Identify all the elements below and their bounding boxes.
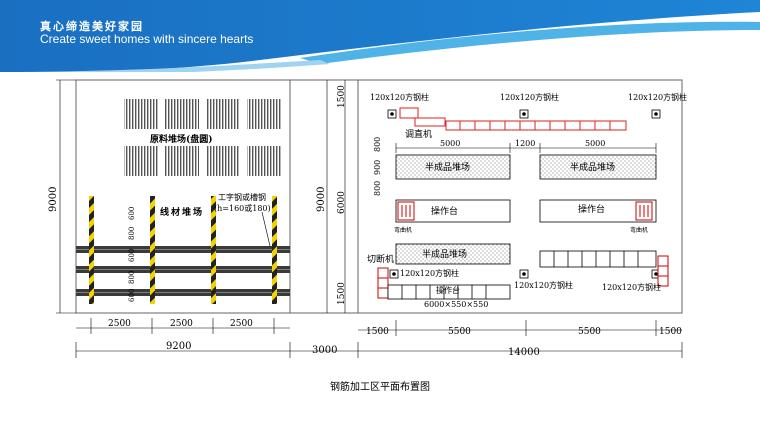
cutter-right (657, 255, 669, 287)
semi-yard-label: 半成品堆场 (425, 161, 470, 173)
post (211, 196, 216, 304)
steel-note-line2: (h=160或180) (214, 203, 271, 213)
column-label: 120x120方钢柱 (400, 268, 459, 278)
cutter-left (377, 267, 389, 299)
raw-material-coils (124, 99, 281, 176)
site-boundary (75, 79, 683, 314)
gap-dim: 3000 (312, 345, 337, 356)
straightener-label: 调直机 (405, 128, 432, 140)
wire-yard-label: 线材堆场 (160, 206, 204, 218)
header-banner (0, 0, 760, 72)
column-label: 120x120方钢柱 (514, 280, 573, 290)
slogan-chinese: 真心缔造美好家园 (40, 20, 144, 33)
bender-label: 弯曲机 (394, 226, 412, 234)
bender-left (397, 201, 415, 221)
bottom-dim: 2500 (170, 319, 193, 329)
cutter-grid-right (539, 250, 657, 268)
raw-material-label: 原料堆场(盘圆) (150, 133, 213, 145)
vdim: 600 (128, 289, 136, 302)
workbench-size: 6000×550×550 (424, 300, 488, 309)
column-label: 120x120方钢柱 (500, 92, 559, 102)
slogan-english: Create sweet homes with sincere hearts (40, 32, 254, 46)
steel-beams (76, 246, 290, 296)
left-height-dim: 9000 (48, 187, 59, 212)
column-label: 120x120方钢柱 (628, 92, 687, 102)
coil-stack (206, 99, 240, 129)
vdim: 600 (128, 249, 136, 262)
vdim: 800 (128, 271, 136, 284)
vdim: 800 (373, 137, 382, 152)
vdim: 1500 (337, 85, 347, 108)
vdim: 800 (373, 181, 382, 196)
bottom-dim: 1500 (366, 327, 389, 337)
workbench (395, 199, 511, 223)
coil-stack (247, 146, 281, 176)
bottom-dim: 1500 (659, 327, 682, 337)
straightener-conveyor (399, 107, 627, 131)
bottom-dim: 5500 (578, 327, 601, 337)
vdim: 900 (373, 160, 382, 175)
workbench-label: 操作台 (431, 205, 458, 217)
coil-stack (206, 146, 240, 176)
coil-stack (247, 99, 281, 129)
vdim: 800 (128, 227, 136, 240)
bottom-dim: 2500 (230, 319, 253, 329)
bottom-workbench-grid (387, 284, 511, 300)
column-label: 120x120方钢柱 (370, 92, 429, 102)
vdim: 1500 (337, 282, 347, 305)
semi-yard-label: 半成品堆场 (570, 161, 615, 173)
coil-stack (165, 146, 199, 176)
workbench-label: 操作台 (578, 203, 605, 215)
semi-yard-label: 半成品堆场 (422, 248, 467, 260)
vdim: 600 (128, 207, 136, 220)
figure-caption: 钢筋加工区平面布置图 (330, 382, 430, 393)
bender-label: 弯曲机 (630, 226, 648, 234)
top-dims (395, 143, 657, 153)
top-dim: 5000 (585, 139, 605, 148)
left-bottom-dims (76, 318, 290, 334)
cutter-label: 切断机 (367, 253, 394, 265)
semi-yard (395, 243, 511, 265)
top-dim: 5000 (440, 139, 460, 148)
bottom-dim: 2500 (108, 319, 131, 329)
column-label: 120x120方钢柱 (602, 282, 661, 292)
semi-yard (539, 154, 657, 180)
right-bottom-dims (358, 320, 682, 336)
coil-stack (124, 99, 158, 129)
left-total-dim: 9200 (166, 341, 191, 352)
vdim: 6000 (337, 191, 347, 214)
coil-stack (165, 99, 199, 129)
bender-right (635, 201, 653, 221)
left-vertical-dims: 600 800 600 800 600 (128, 207, 136, 302)
workbench-label: 操作台 (436, 285, 460, 295)
total-dims-row (75, 342, 683, 358)
column-markers (387, 109, 661, 279)
right-height-dim: 9000 (316, 187, 327, 212)
steel-note-line1: 工字钢或槽钢 (218, 192, 266, 202)
semi-yard (395, 154, 511, 180)
post (89, 196, 94, 304)
yellow-posts (89, 196, 277, 304)
top-dim: 1200 (515, 139, 535, 148)
right-total-dim: 14000 (508, 347, 540, 358)
bottom-dim: 5500 (448, 327, 471, 337)
post (150, 196, 155, 304)
coil-stack (124, 146, 158, 176)
post (272, 196, 277, 304)
steel-note-leader (261, 211, 271, 247)
workbench (539, 199, 657, 223)
